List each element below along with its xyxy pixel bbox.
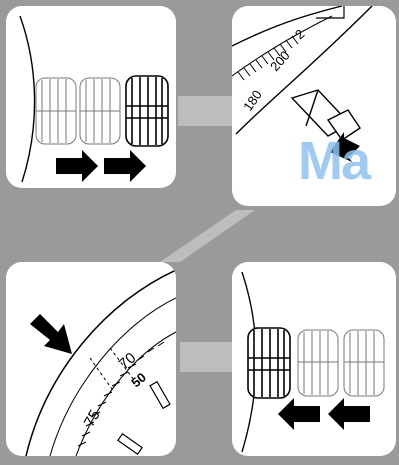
hour-marker: [117, 433, 143, 455]
crown-icon: [125, 75, 169, 147]
crown-ghost-icon: [35, 77, 77, 145]
scale-label: 75: [81, 407, 104, 430]
panel-crown-pull-out: [6, 6, 176, 188]
crown-icon: [247, 327, 291, 399]
scale-label: 50: [128, 370, 149, 391]
arrow-down-right-icon: [30, 314, 72, 354]
arrow-right-icon: [56, 150, 146, 182]
crown-ghost-icon: [297, 329, 339, 397]
arrow-left-icon: [278, 398, 370, 430]
connector-bottom: [180, 342, 232, 372]
connector-top: [178, 96, 234, 126]
pusher-icon: [290, 89, 361, 141]
panel-dial-scale: 70 75 50: [6, 262, 176, 456]
scale-label: 200: [267, 48, 293, 74]
watermark-text: Ma: [298, 131, 371, 191]
hour-marker: [149, 380, 171, 410]
panel-bezel-scale: 180 200 2 Ma: [232, 6, 396, 206]
arrow-down-left-icon: [330, 132, 360, 162]
scale-label: 70: [116, 349, 140, 373]
panel-crown-push-in: [232, 262, 396, 456]
